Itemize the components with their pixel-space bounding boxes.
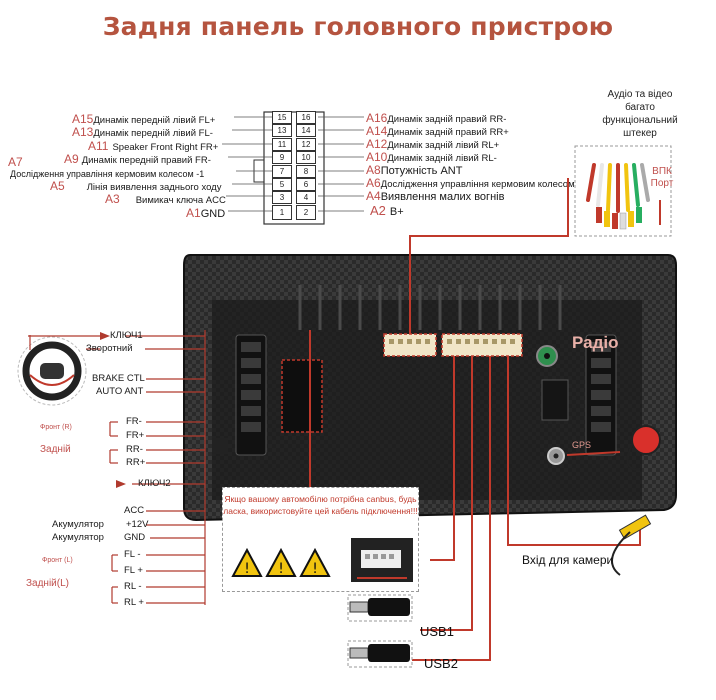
canbus-connector-image: [351, 538, 413, 582]
wire-fr-plus: FR+: [126, 430, 145, 441]
pin-label-a13: A13Динамік передній лівий FL-: [72, 125, 213, 139]
pin-label-a6: A6Дослідження управління кермовим колесо…: [366, 176, 584, 190]
wire-key1: КЛЮЧ1: [110, 330, 143, 341]
wire-rl-minus: RL -: [124, 581, 142, 592]
usb2-label: USB2: [424, 656, 458, 671]
wire-rr-minus: RR-: [126, 444, 143, 455]
pin-cell: 8: [296, 165, 316, 178]
wire-battery-label: Акумулятор: [52, 519, 104, 530]
radio-label: Радіо: [572, 333, 619, 352]
gps-label: GPS: [572, 440, 592, 450]
pin-cell: 14: [296, 124, 316, 137]
pin-label-a10: A10Динамік задній лівий RL-: [366, 150, 497, 164]
pin-cell: 16: [296, 111, 316, 124]
wire-reverse: Зворотний: [86, 343, 133, 354]
pin-cell: 12: [296, 138, 316, 151]
pin-cell: 15: [272, 111, 292, 124]
svg-text:!: !: [312, 561, 318, 577]
pin-cell: 1: [272, 205, 292, 220]
pin-cell: 3: [272, 191, 292, 204]
wire-auto-ant: AUTO ANT: [96, 386, 144, 397]
pin-cell: 9: [272, 151, 292, 164]
wire-battery-gnd-label: Акумулятор: [52, 532, 104, 543]
pin-id-a7: A7: [8, 155, 23, 169]
group-rear-left: Задній(L): [26, 578, 69, 589]
wire-rr-plus: RR+: [126, 457, 146, 468]
wire-key2: КЛЮЧ2: [138, 478, 171, 489]
wire-fl-plus: FL +: [124, 565, 143, 576]
pin-cell: 6: [296, 178, 316, 191]
pin-label-a4: A4Виявлення малих вогнів: [366, 189, 505, 203]
pin-label-a8: A8Потужність ANT: [366, 163, 463, 177]
pin-label-a16: A16Динамік задній правий RR-: [366, 111, 507, 125]
group-rear-right: Задній: [40, 444, 71, 455]
pin-cell: 7: [272, 165, 292, 178]
pin-cell: 11: [272, 138, 292, 151]
canbus-note-text: Якщо вашому автомобілю потрібна canbus, …: [223, 494, 418, 516]
pin-label-a12: A12Динамік задній лівий RL+: [366, 137, 500, 151]
wire-rl-plus: RL +: [124, 597, 144, 608]
wire-brake: BRAKE CTL: [92, 373, 145, 384]
pin-cell: 5: [272, 178, 292, 191]
camera-input-label: Вхід для камери: [522, 553, 614, 567]
svg-text:!: !: [278, 561, 284, 577]
wire-fr-minus: FR-: [126, 416, 142, 427]
pin-label-a15: A15Динамік передній лівий FL+: [72, 112, 216, 126]
pin-label-a14: A14Динамік задній правий RR+: [366, 124, 509, 138]
group-front-right: Фронт (R): [40, 424, 72, 431]
vpk-port-label: ВПК Порт: [650, 166, 674, 189]
pin-cell: 10: [296, 151, 316, 164]
svg-text:!: !: [244, 561, 250, 577]
usb1-label: USB1: [420, 624, 454, 639]
pin-label-a7: Дослідження управління кермовим колесом …: [10, 169, 205, 179]
wire-acc: ACC: [124, 505, 145, 516]
av-plug-image: [574, 145, 672, 237]
av-plug-label: Аудіо та відео багато функціональний ште…: [602, 89, 678, 139]
warning-icon: ! ! !: [231, 547, 331, 577]
canbus-note-box: Якщо вашому автомобілю потрібна canbus, …: [222, 487, 419, 592]
group-front-left: Фронт (L): [42, 557, 73, 564]
wire-gnd: GND: [124, 532, 146, 543]
connector-lines: [222, 111, 364, 225]
pin-cell: 2: [296, 205, 316, 220]
pin-cell: 4: [296, 191, 316, 204]
pin-label-a1: A1GND: [186, 206, 226, 220]
wire-12v: +12V: [126, 519, 149, 530]
page-title: Задня панель головного пристрою: [102, 12, 614, 41]
pin-cell: 13: [272, 124, 292, 137]
wire-fl-minus: FL -: [124, 549, 141, 560]
